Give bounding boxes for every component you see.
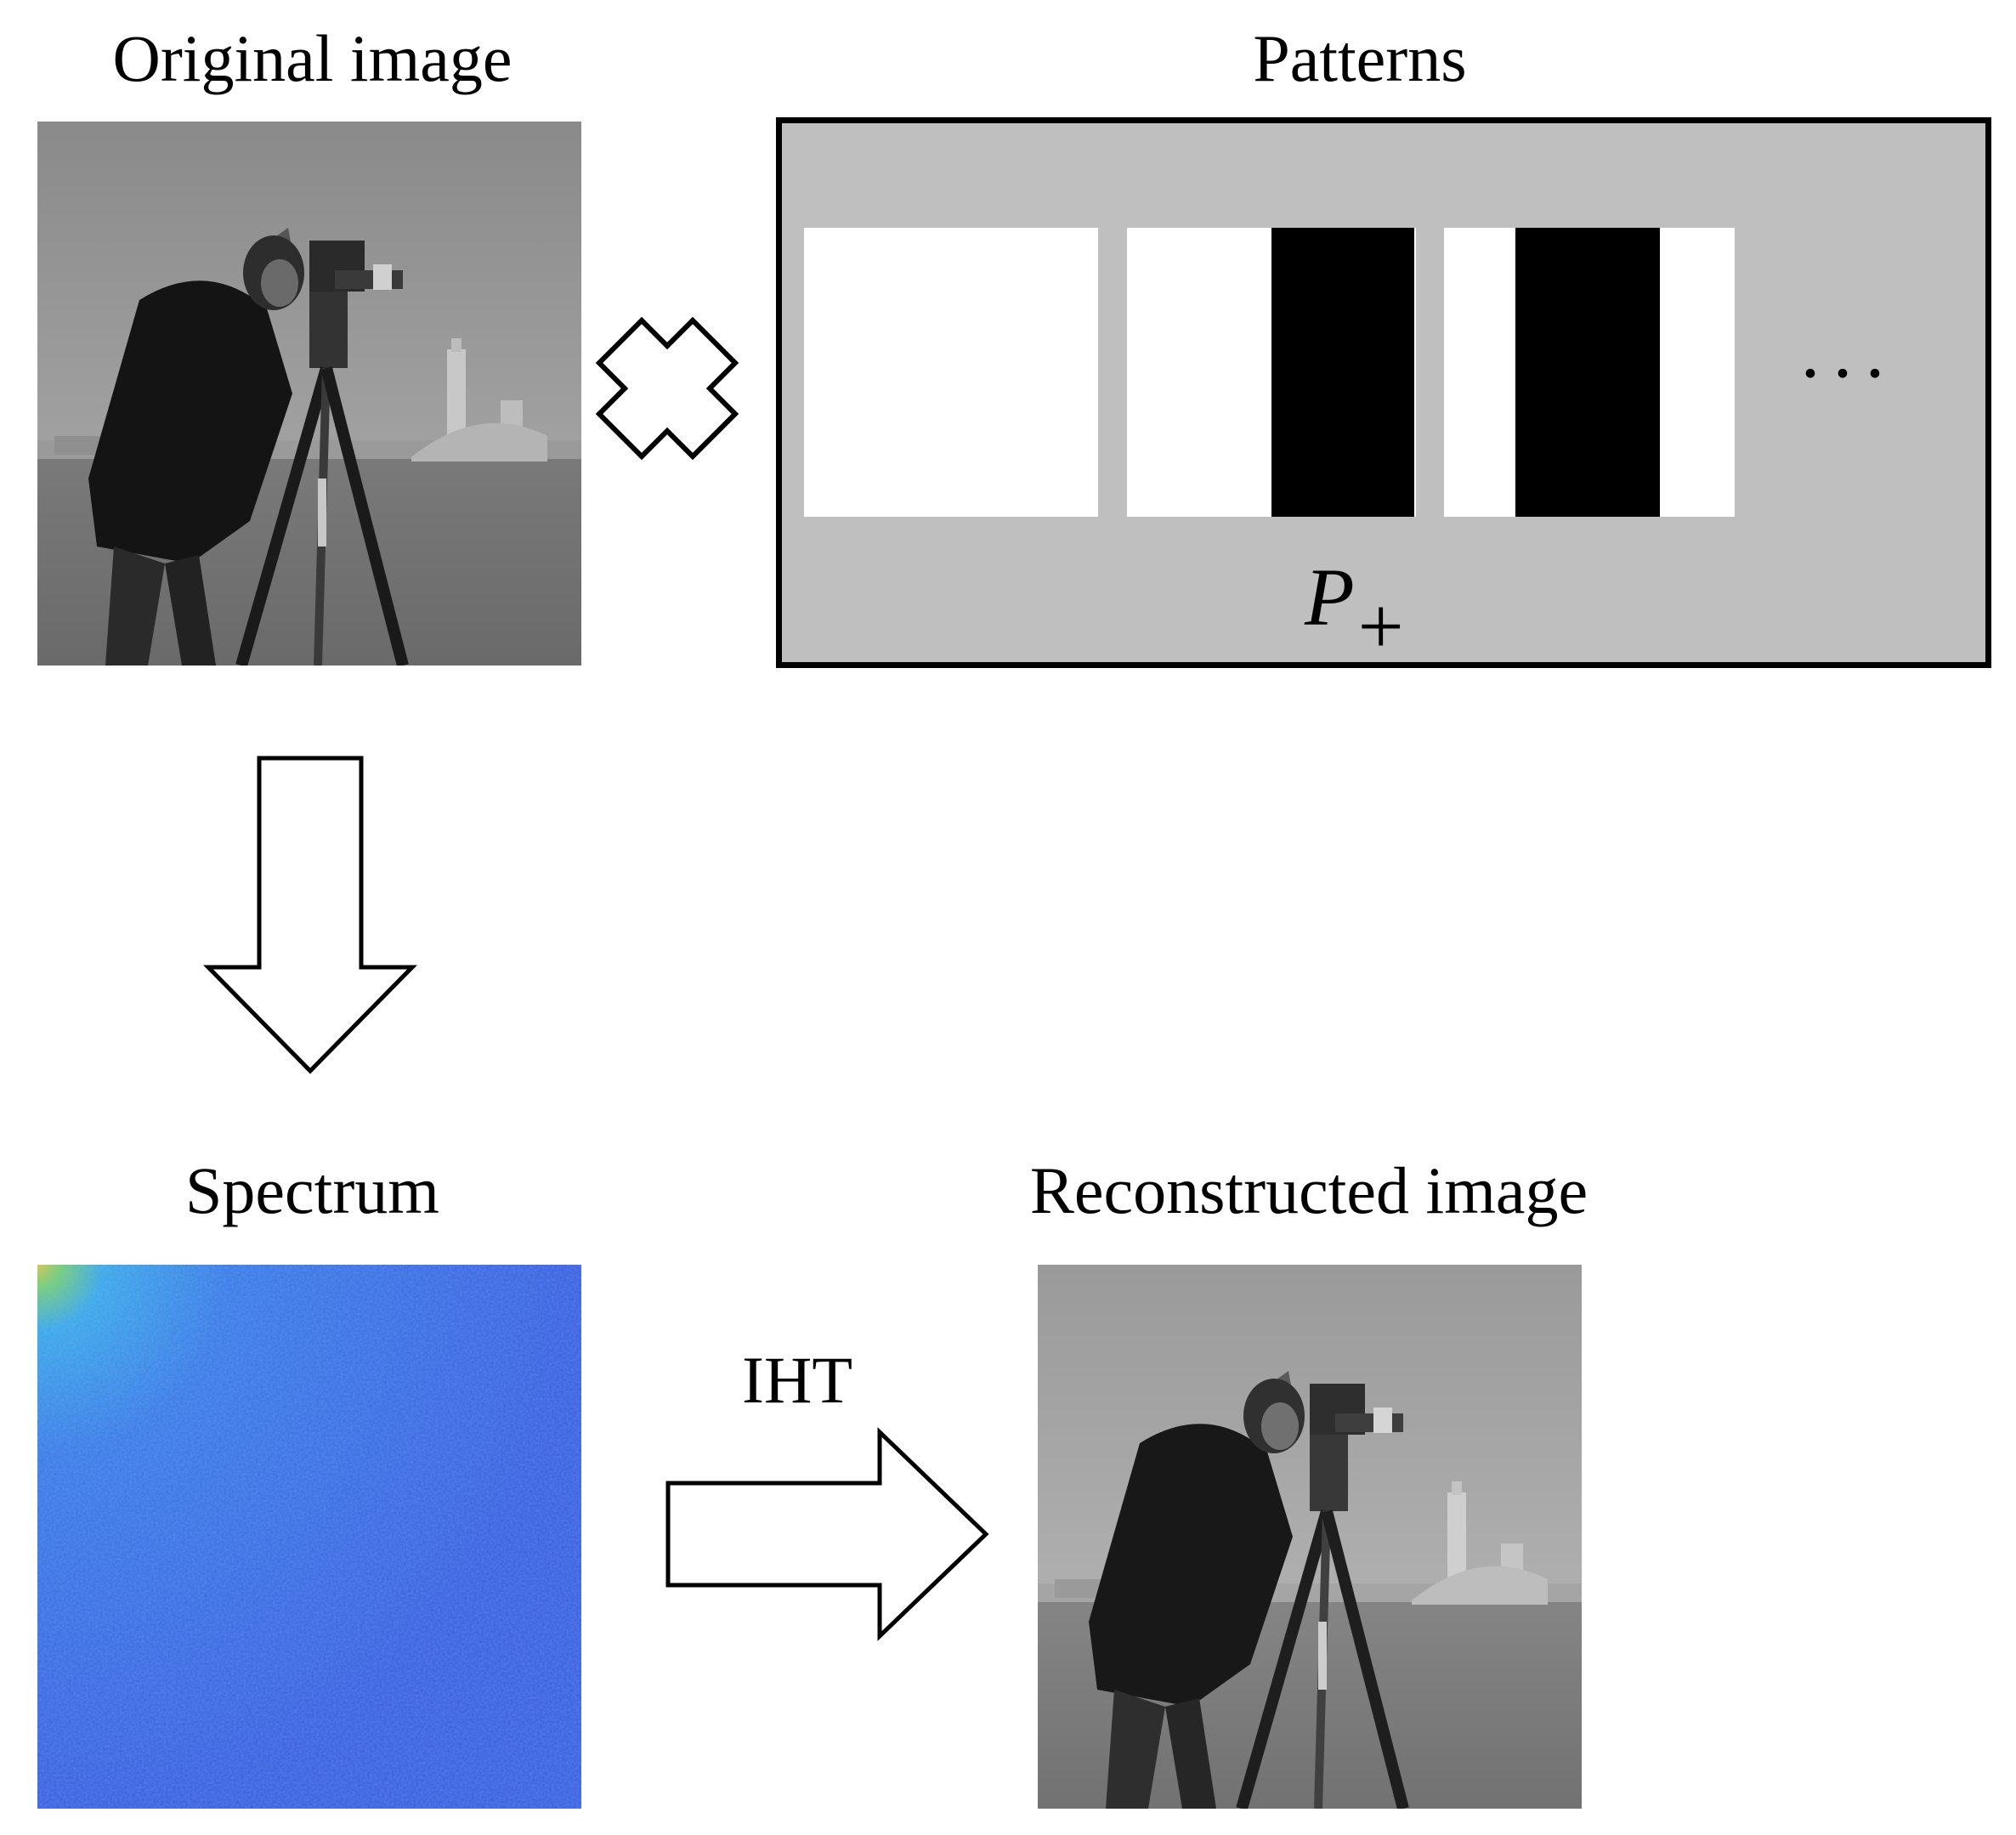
pattern-2-black-stripe (1271, 228, 1414, 517)
pattern-symbol: P (1305, 552, 1355, 643)
more-patterns-ellipsis: ··· (1798, 331, 1894, 416)
spectrum-heatmap (37, 1265, 581, 1809)
multiply-icon (595, 316, 739, 461)
pattern-1 (804, 228, 1098, 517)
spectrum-image (37, 1265, 581, 1809)
arrow-down-icon (203, 756, 417, 1074)
pattern-2 (1127, 228, 1416, 517)
original-image-title: Original image (112, 21, 512, 95)
patterns-title: Patterns (1253, 21, 1467, 95)
arrow-right-icon (665, 1427, 989, 1641)
pattern-subscript: + (1357, 580, 1404, 671)
reconstructed-image-title: Reconstructed image (1029, 1153, 1588, 1227)
pattern-set-label: P+ (1305, 557, 1404, 667)
cameraman-reconstruction (1038, 1265, 1582, 1809)
spectrum-title: Spectrum (185, 1153, 439, 1227)
pattern-3 (1444, 228, 1735, 517)
reconstructed-image (1037, 1265, 1583, 1809)
iht-label: IHT (742, 1343, 852, 1417)
pattern-3-black-stripe (1515, 228, 1660, 517)
cameraman-photo (37, 122, 581, 665)
original-image (37, 122, 581, 665)
